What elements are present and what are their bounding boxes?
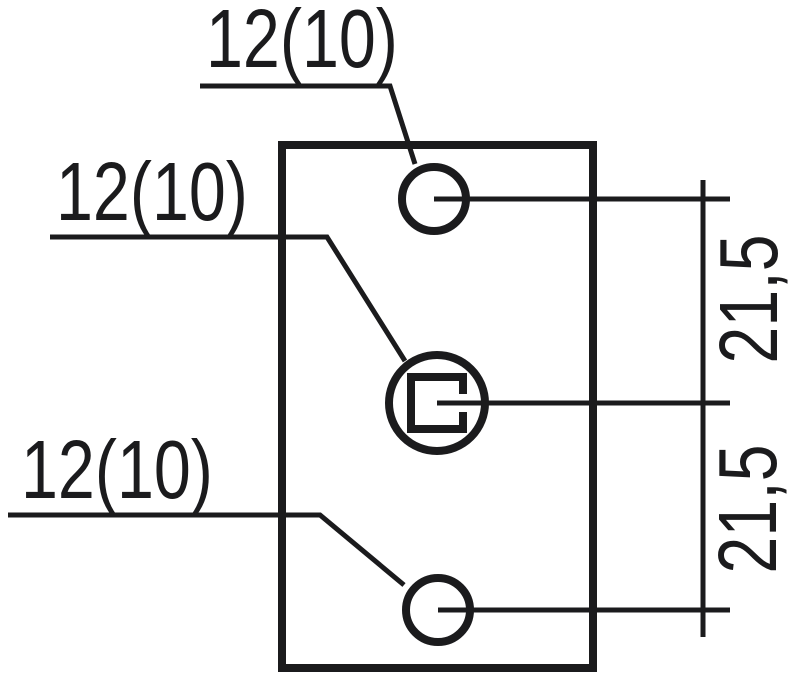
label-hole-bottom: 12(10) <box>21 423 213 516</box>
dimension-text-upper: 21,5 <box>702 234 795 363</box>
leader-line-middle <box>50 234 408 363</box>
dimension-text-lower: 21,5 <box>701 444 794 573</box>
linework <box>8 83 730 672</box>
leader-line-bottom <box>8 512 406 587</box>
label-hole-top: 12(10) <box>206 0 398 85</box>
leader-line-top <box>200 83 418 165</box>
plate-outline <box>278 141 597 672</box>
annotations: 12(10) 12(10) 12(10) 21,5 21,5 <box>21 0 795 574</box>
label-hole-middle: 12(10) <box>56 145 248 238</box>
square-recess <box>407 373 467 433</box>
